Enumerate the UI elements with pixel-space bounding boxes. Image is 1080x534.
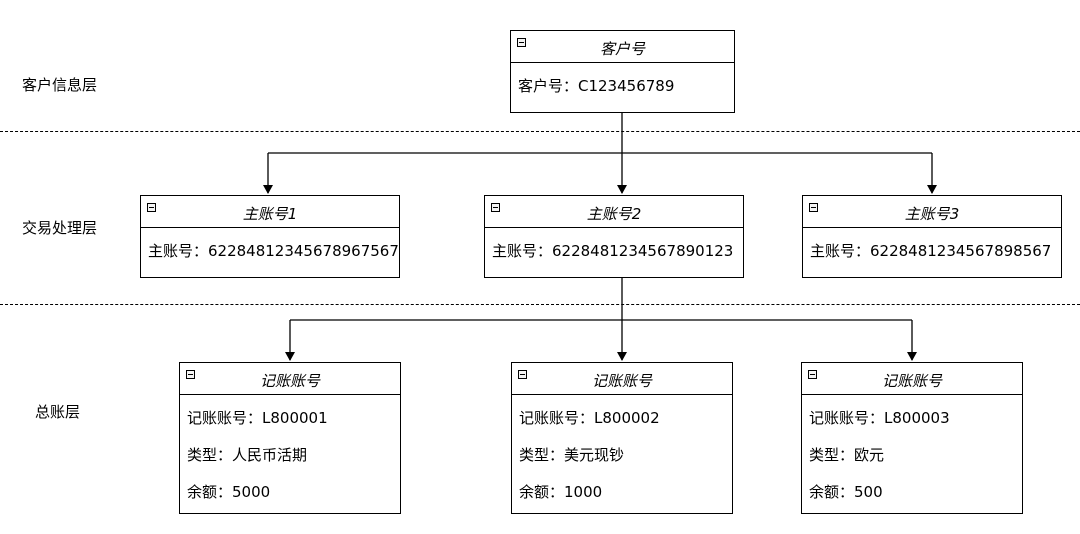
layer-divider-2 xyxy=(0,304,1080,305)
main-account-box-header: 主账号2 xyxy=(485,196,743,228)
ledger-account-box-header: 记账账号 xyxy=(512,363,732,395)
ledger-account-id-field: 记账账号：L800001 xyxy=(187,409,328,427)
main-account-title: 主账号2 xyxy=(586,205,642,223)
customer-box-title: 客户号 xyxy=(599,40,645,58)
ledger-account-id-field: 记账账号：L800003 xyxy=(809,409,950,427)
customer-id-field: 客户号：C123456789 xyxy=(518,77,675,95)
ledger-account-id-field: 记账账号：L800002 xyxy=(519,409,660,427)
main-account-title: 主账号3 xyxy=(904,205,960,223)
collapse-icon[interactable] xyxy=(186,370,195,379)
collapse-icon[interactable] xyxy=(517,38,526,47)
ledger-account-balance-field: 余额：1000 xyxy=(519,483,603,501)
main-account-box-3[interactable]: 主账号3 主账号：6228481234567898567 xyxy=(802,195,1062,278)
collapse-icon[interactable] xyxy=(808,370,817,379)
main-account-box-header: 主账号1 xyxy=(141,196,399,228)
ledger-account-type-field: 类型：美元现钞 xyxy=(519,446,625,464)
layer-label-customer-info: 客户信息层 xyxy=(22,76,98,94)
collapse-icon[interactable] xyxy=(518,370,527,379)
layer-divider-1 xyxy=(0,131,1080,132)
main-account-box-2[interactable]: 主账号2 主账号：6228481234567890123 xyxy=(484,195,744,278)
main-account-box-1[interactable]: 主账号1 主账号：62284812345678967567 xyxy=(140,195,400,278)
ledger-account-box-2[interactable]: 记账账号 记账账号：L800002 类型：美元现钞 余额：1000 xyxy=(511,362,733,514)
ledger-account-box-header: 记账账号 xyxy=(180,363,400,395)
ledger-account-title: 记账账号 xyxy=(881,372,942,390)
ledger-account-balance-field: 余额：500 xyxy=(809,483,883,501)
collapse-icon[interactable] xyxy=(147,203,156,212)
main-account-box-header: 主账号3 xyxy=(803,196,1061,228)
ledger-account-title: 记账账号 xyxy=(591,372,652,390)
ledger-account-type-field: 类型：人民币活期 xyxy=(187,446,308,464)
collapse-icon[interactable] xyxy=(491,203,500,212)
layer-label-transaction: 交易处理层 xyxy=(22,219,98,237)
customer-box[interactable]: 客户号 客户号：C123456789 xyxy=(510,30,735,113)
main-account-number-field: 主账号：6228481234567898567 xyxy=(810,242,1052,260)
ledger-account-box-3[interactable]: 记账账号 记账账号：L800003 类型：欧元 余额：500 xyxy=(801,362,1023,514)
collapse-icon[interactable] xyxy=(809,203,818,212)
ledger-account-balance-field: 余额：5000 xyxy=(187,483,271,501)
customer-box-header: 客户号 xyxy=(511,31,734,63)
ledger-account-title: 记账账号 xyxy=(259,372,320,390)
ledger-account-box-1[interactable]: 记账账号 记账账号：L800001 类型：人民币活期 余额：5000 xyxy=(179,362,401,514)
ledger-account-type-field: 类型：欧元 xyxy=(809,446,885,464)
ledger-account-box-header: 记账账号 xyxy=(802,363,1022,395)
main-account-title: 主账号1 xyxy=(242,205,298,223)
main-account-number-field: 主账号：62284812345678967567 xyxy=(148,242,399,260)
layer-label-ledger: 总账层 xyxy=(35,403,81,421)
main-account-number-field: 主账号：6228481234567890123 xyxy=(492,242,734,260)
